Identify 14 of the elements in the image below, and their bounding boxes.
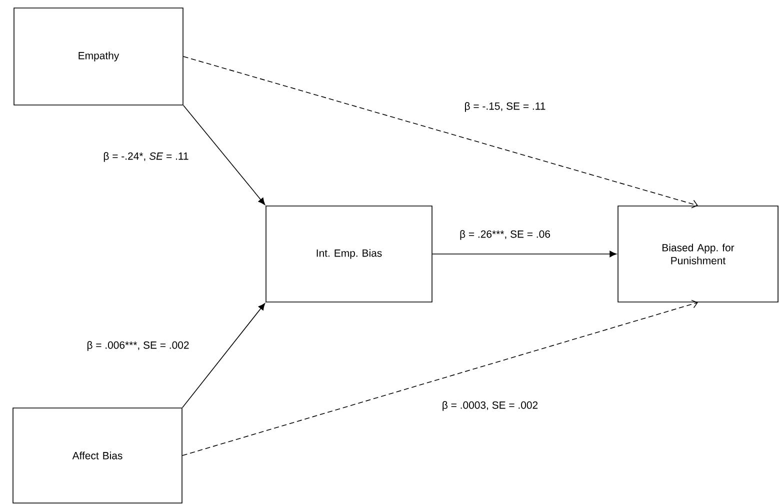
arrow xyxy=(432,250,617,258)
arrow xyxy=(183,105,266,205)
edge-label: β = .006***, SE = .002 xyxy=(86,340,190,352)
process-box: Empathy xyxy=(14,8,184,106)
edge-label: β = .26***, SE = .06 xyxy=(458,229,552,241)
process-box: Affect Bias xyxy=(12,408,182,504)
process-box: Int. Emp. Bias xyxy=(266,206,432,302)
arrow xyxy=(182,300,698,456)
edge-label: β = .0003, SE = .002 xyxy=(440,400,540,412)
arrow xyxy=(182,303,266,408)
process-box: Biased App. for Punishment xyxy=(618,206,778,302)
arrow xyxy=(183,56,698,208)
edge-label: β = -.24*, SE = .11 xyxy=(102,151,190,163)
edge-label: β = -.15, SE = .11 xyxy=(463,101,547,113)
